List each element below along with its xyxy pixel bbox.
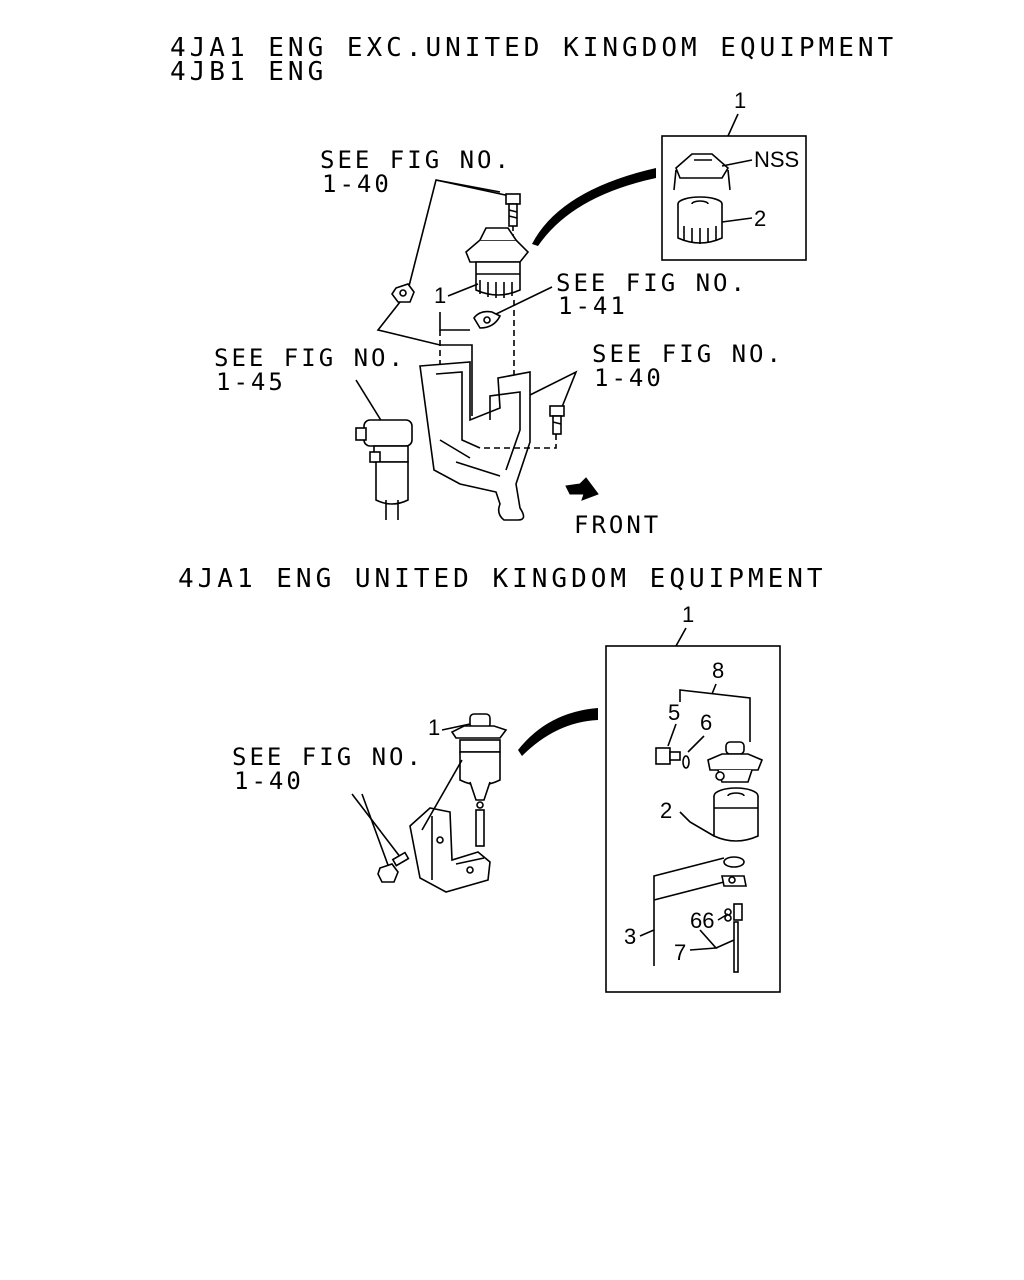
label-5: 5 xyxy=(668,700,680,725)
label-66: 66 xyxy=(690,908,714,933)
inset-box: 1 8 5 6 xyxy=(605,602,781,993)
ref-label-line1: SEE FIG NO. xyxy=(232,743,424,771)
fuel-filter-icon xyxy=(465,227,530,298)
inset-element-label: 2 xyxy=(754,206,766,231)
callout-assembly: 1 xyxy=(434,283,446,308)
label-7: 7 xyxy=(674,940,686,965)
label-8: 8 xyxy=(712,658,724,683)
front-arrow-icon xyxy=(565,477,599,501)
ref-label-line1: SEE FIG NO. xyxy=(320,146,512,174)
heading-top-line1: 4JA1 ENG EXC.UNITED KINGDOM EQUIPMENT xyxy=(170,33,897,63)
inset-title: 1 xyxy=(734,88,746,113)
label-3: 3 xyxy=(624,924,636,949)
inset-title: 1 xyxy=(682,602,694,627)
bracket-icon xyxy=(419,361,531,521)
bolt-icon xyxy=(377,851,410,883)
clamp-icon xyxy=(473,310,502,329)
top-diagram: SEE FIG NO. 1-40 SEE FIG NO. 1-41 SEE FI… xyxy=(214,88,807,539)
filter-head-icon xyxy=(707,741,764,783)
bottom-diagram: SEE FIG NO. 1-40 1 xyxy=(232,602,781,993)
inset-leader xyxy=(518,708,598,756)
ref-label-line2: 1-45 xyxy=(216,368,286,396)
bolt-icon xyxy=(505,193,521,227)
ref-label-line2: 1-40 xyxy=(594,364,664,392)
ref-label-line2: 1-40 xyxy=(322,170,392,198)
nut-icon xyxy=(391,283,415,303)
inset-nss-label: NSS xyxy=(754,147,799,172)
ref-label-line1: SEE FIG NO. xyxy=(556,269,748,297)
washer-icon xyxy=(682,755,690,769)
filter-element-icon xyxy=(677,196,723,244)
ref-label-line2: 1-40 xyxy=(234,767,304,795)
filter-head-icon xyxy=(673,153,731,191)
front-label: FRONT xyxy=(574,511,661,539)
callout-assembly: 1 xyxy=(428,715,440,740)
bolt-icon xyxy=(655,747,681,765)
ref-label-line1: SEE FIG NO. xyxy=(214,344,406,372)
heading-top-line2: 4JB1 ENG xyxy=(170,57,327,87)
filter-element-icon xyxy=(713,787,759,842)
inset-box: 1 NSS 2 xyxy=(661,88,807,261)
fuel-filter-icon xyxy=(450,713,508,847)
heading-bottom: 4JA1 ENG UNITED KINGDOM EQUIPMENT xyxy=(178,564,827,594)
bracket-icon xyxy=(409,807,491,893)
label-6: 6 xyxy=(700,710,712,735)
bolt-icon xyxy=(549,405,565,435)
inset-leader xyxy=(532,168,656,246)
label-2: 2 xyxy=(660,798,672,823)
water-separator-icon xyxy=(355,419,413,520)
drain-valve-icon xyxy=(721,875,747,973)
o-ring-icon xyxy=(723,856,745,868)
ref-label-line2: 1-41 xyxy=(558,292,628,320)
ref-label-line1: SEE FIG NO. xyxy=(592,340,784,368)
